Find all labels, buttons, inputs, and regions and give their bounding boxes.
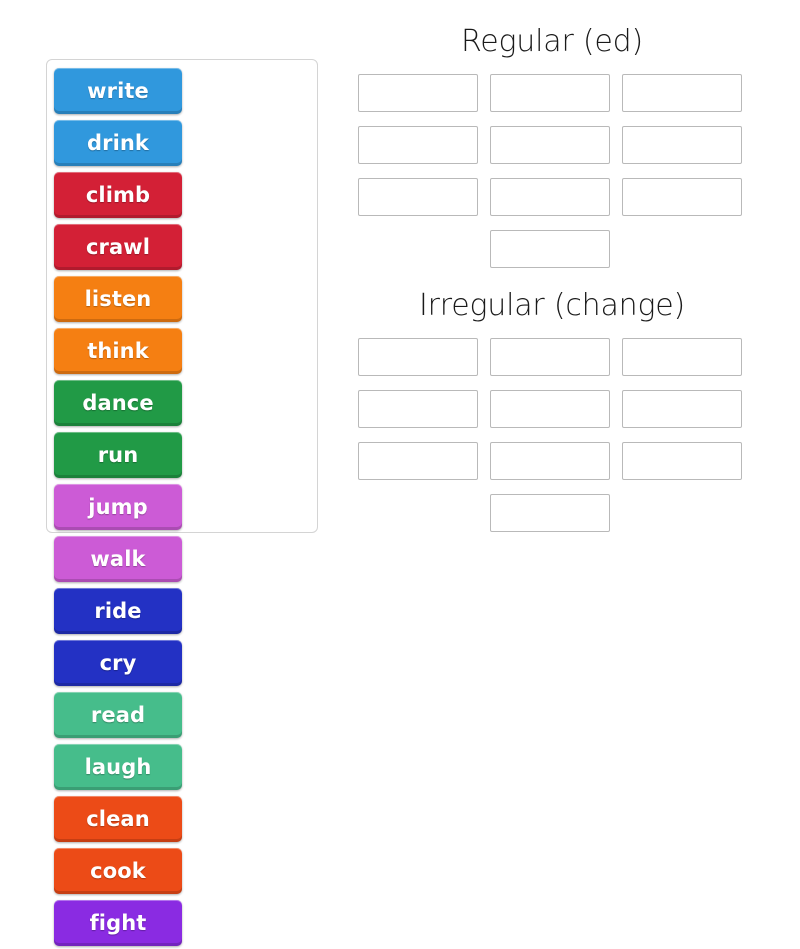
dropzone[interactable] — [490, 178, 610, 216]
dropzone[interactable] — [622, 338, 742, 376]
word-tile[interactable]: clean — [54, 796, 182, 842]
word-tile[interactable]: laugh — [54, 744, 182, 790]
word-tile-label: climb — [85, 183, 151, 207]
word-tile[interactable]: fight — [54, 900, 182, 946]
word-tile-pool[interactable]: write drink climb crawl listen think dance run j… — [46, 59, 318, 946]
word-tile[interactable]: climb — [54, 172, 182, 218]
word-tile[interactable]: cook — [54, 848, 182, 894]
dropzone[interactable] — [490, 494, 610, 532]
word-tile-label: walk — [90, 547, 146, 571]
dropzone[interactable] — [490, 126, 610, 164]
word-tile[interactable]: cry — [54, 640, 182, 686]
dropzone-grid-irregular — [352, 338, 748, 494]
dropzone[interactable] — [358, 74, 478, 112]
word-tile[interactable]: run — [54, 432, 182, 478]
word-tile-label: clean — [86, 807, 150, 831]
dropzone[interactable] — [622, 178, 742, 216]
word-tile-label: fight — [89, 911, 147, 935]
word-tile[interactable]: dance — [54, 380, 182, 426]
word-tile[interactable]: ride — [54, 588, 182, 634]
dropzone-grid-regular — [352, 74, 748, 230]
dropzone[interactable] — [490, 230, 610, 268]
dropzone[interactable] — [622, 126, 742, 164]
word-tile-label: ride — [94, 599, 142, 623]
word-tile-label: laugh — [84, 755, 152, 779]
category-irregular: Irregular (change) — [352, 288, 752, 546]
dropzone-last-row-irregular — [352, 494, 748, 546]
dropzone[interactable] — [622, 74, 742, 112]
dropzone[interactable] — [358, 126, 478, 164]
word-tile-label: crawl — [85, 235, 151, 259]
word-tile[interactable]: crawl — [54, 224, 182, 270]
tile-grid: write drink climb crawl listen think dance run j… — [52, 65, 312, 949]
dropzone[interactable] — [490, 338, 610, 376]
word-tile-label: think — [87, 339, 149, 363]
word-tile[interactable]: write — [54, 68, 182, 114]
word-tile[interactable]: read — [54, 692, 182, 738]
dropzone[interactable] — [490, 390, 610, 428]
word-tile-label: drink — [86, 131, 149, 155]
word-tile-label: jump — [88, 495, 148, 519]
category-columns: Regular (ed) Irregular (change) — [352, 24, 752, 552]
dropzone[interactable] — [358, 442, 478, 480]
dropzone[interactable] — [490, 442, 610, 480]
word-tile-label: run — [97, 443, 139, 467]
word-tile-label: cook — [90, 859, 146, 883]
word-tile-label: cry — [99, 651, 137, 675]
dropzone[interactable] — [358, 390, 478, 428]
word-sort-activity: { "activity": { "type": "group-sort", "t… — [46, 24, 752, 946]
dropzone[interactable] — [622, 442, 742, 480]
word-tile-label: listen — [84, 287, 152, 311]
category-regular: Regular (ed) — [352, 24, 752, 282]
category-title-regular: Regular (ed) — [460, 24, 644, 59]
word-tile[interactable]: think — [54, 328, 182, 374]
word-tile[interactable]: walk — [54, 536, 182, 582]
word-tile-label: write — [87, 79, 149, 103]
word-tile-label: dance — [82, 391, 154, 415]
word-tile[interactable]: jump — [54, 484, 182, 530]
dropzone[interactable] — [358, 178, 478, 216]
word-tile-label: read — [90, 703, 146, 727]
dropzone-last-row-regular — [352, 230, 748, 282]
dropzone[interactable] — [358, 338, 478, 376]
dropzone[interactable] — [490, 74, 610, 112]
category-title-irregular: Irregular (change) — [418, 288, 686, 323]
word-tile[interactable]: listen — [54, 276, 182, 322]
word-tile[interactable]: drink — [54, 120, 182, 166]
dropzone[interactable] — [622, 390, 742, 428]
